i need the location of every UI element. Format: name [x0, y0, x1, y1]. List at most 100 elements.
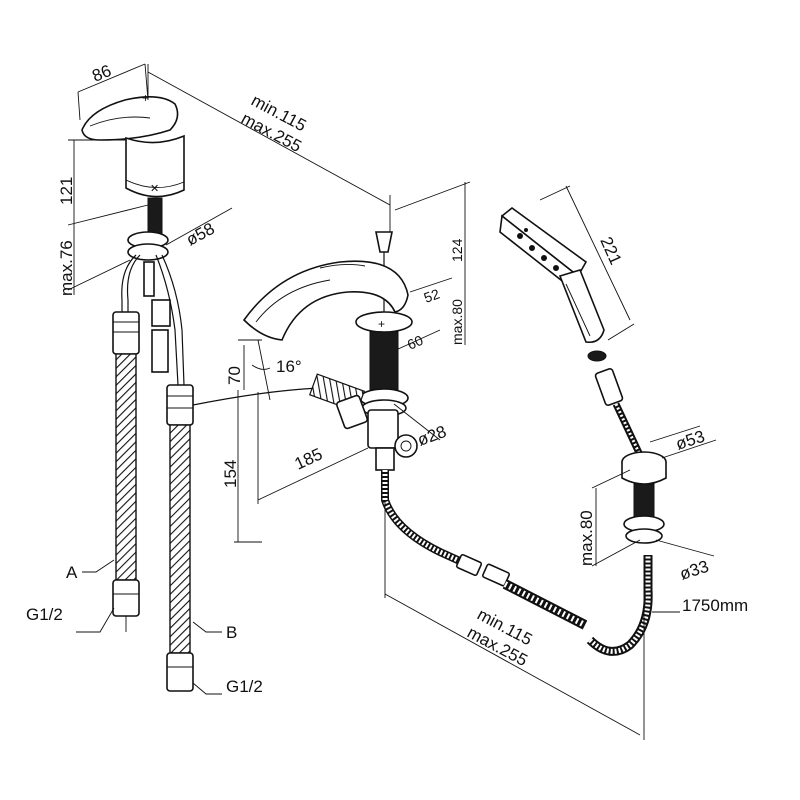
lever-edge [89, 116, 151, 127]
dim-185-label: 185 [292, 444, 326, 473]
hose-segment [381, 470, 464, 566]
ext-line [649, 425, 701, 443]
dim-58-label: ø58 [183, 219, 218, 250]
dim-60-label: 60 [405, 332, 426, 353]
t-fitting-outlet [394, 434, 418, 458]
cross-mark: ✕ [150, 183, 159, 195]
ext-line [67, 259, 131, 291]
ext-line [144, 63, 149, 101]
dim-holder-max80-label: max.80 [577, 510, 596, 566]
spout-arc [242, 260, 409, 341]
dim-124-label: 124 [449, 238, 465, 262]
mount-ring [127, 243, 169, 261]
hose-braid-black [502, 579, 588, 630]
dim-28-label: ø28 [415, 422, 449, 450]
dim-max76-label: max.76 [57, 240, 76, 296]
hose-a-braid [115, 353, 137, 581]
leader-g12-right [192, 682, 222, 695]
tube-left [121, 254, 137, 312]
dim-221-label: 221 [596, 234, 625, 268]
t-fitting-body [367, 409, 399, 449]
dim-line-58 [165, 207, 233, 246]
dim-52-label: 52 [422, 285, 442, 305]
outlet-inner [400, 440, 412, 452]
spout-shank [369, 331, 399, 397]
holder-ring [621, 462, 667, 485]
diverter-knob [375, 231, 393, 253]
basin-body [125, 134, 185, 198]
hose-b-top-fitting [166, 384, 194, 426]
leader-b [192, 621, 222, 633]
ext-line [591, 539, 641, 567]
bath-spout-group: 124 max.80 52 60 + ø28 70 [221, 181, 471, 543]
spout-highlight [319, 263, 366, 269]
leader-g12-left [76, 607, 115, 633]
dim-70-label: 70 [225, 366, 244, 385]
cartridge [151, 329, 169, 373]
label-g12-left: G1/2 [26, 605, 63, 624]
dim-line-28 [393, 403, 441, 441]
hose-b-bottom-fitting [166, 652, 194, 692]
cross-mark: + [378, 317, 385, 331]
ext-line [607, 323, 635, 341]
basin-lever [81, 96, 179, 141]
shower-hose-loop-pattern [588, 555, 651, 654]
dim-line-52 [409, 277, 453, 293]
dim-33-label: ø33 [677, 557, 711, 584]
ext-line [77, 91, 81, 121]
ext-line [394, 181, 471, 211]
stud [143, 261, 155, 297]
hose-a-top-fitting [112, 311, 140, 355]
ext-line [67, 204, 149, 226]
dim-line-185 [257, 447, 369, 501]
dim-86-label: 86 [89, 61, 114, 86]
dim-16deg-label: 16° [276, 357, 302, 376]
dim-1750-label: 1750mm [682, 596, 748, 615]
dim-line-33 [655, 539, 715, 557]
body-ring [125, 179, 185, 188]
cross-mark: + [142, 91, 149, 105]
hand-shower-group: 221 ø53 max.80 [499, 185, 717, 584]
dim-line-86 [77, 63, 146, 93]
shower-nozzles [517, 228, 559, 271]
shower-hose-upper-pattern [614, 403, 642, 456]
hose-segment-pattern [382, 470, 464, 565]
dim-line-spread-bottom [384, 593, 641, 736]
dim-line-53 [661, 439, 717, 459]
t-fitting-left [335, 394, 369, 430]
leader-a [82, 559, 115, 573]
dim-154-label: 154 [221, 460, 240, 488]
tube-right [155, 254, 179, 386]
basin-mixer-group: 86 + ✕ 121 max.76 ø58 [26, 61, 263, 696]
shower-washer [587, 350, 607, 362]
shower-handle [558, 269, 605, 344]
label-a: A [66, 563, 78, 582]
ext-line [591, 469, 631, 489]
nut [151, 299, 171, 327]
dim-max80-label: max.80 [449, 299, 465, 345]
tube-right [161, 254, 185, 386]
dim-line-221 [565, 185, 631, 321]
label-g12-right: G1/2 [226, 677, 263, 696]
dim-line-60 [395, 329, 441, 351]
tube-left [126, 254, 141, 312]
hose-b-braid [169, 424, 191, 654]
holder-nut-lower [625, 528, 663, 544]
holder-shank [633, 483, 655, 521]
link-tube [192, 387, 321, 406]
angle-arc [251, 364, 271, 370]
dim-line-spread-top [147, 71, 391, 206]
hose-a-bottom-fitting [112, 579, 140, 617]
dim-121-label: 121 [57, 177, 76, 205]
label-b: B [226, 623, 237, 642]
hose-connector [375, 447, 395, 471]
dim-53-label: ø53 [673, 427, 707, 454]
spout-edge [255, 279, 331, 323]
angle-line [257, 339, 271, 401]
handle-edge [565, 283, 591, 337]
shower-hose-lower: min.115 max.255 1750mm [381, 470, 748, 740]
hose-coupler [455, 553, 483, 577]
hose-coupler [482, 563, 510, 587]
